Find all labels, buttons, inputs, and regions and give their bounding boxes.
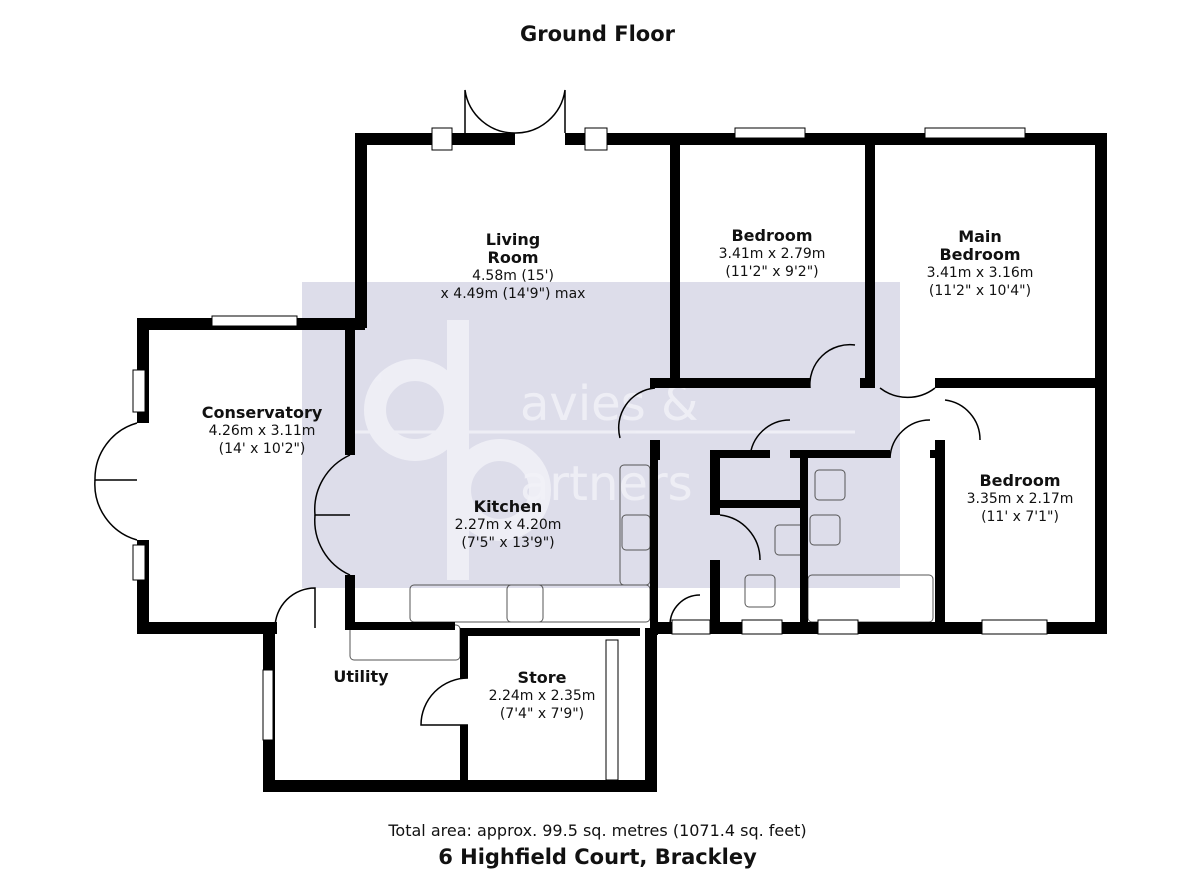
wall xyxy=(670,133,680,385)
window xyxy=(817,619,859,635)
door-swing-arc xyxy=(669,594,701,626)
room-dimensions: 4.26m x 3.11m xyxy=(208,423,316,439)
door-swing-arc xyxy=(809,343,856,389)
window xyxy=(262,669,274,741)
wall xyxy=(935,440,945,632)
room-dimensions: 4.58m (15') xyxy=(472,268,554,284)
window xyxy=(924,127,1026,139)
total-area: Total area: approx. 99.5 sq. metres (107… xyxy=(388,821,807,840)
wall xyxy=(790,450,890,458)
door-swing-arc xyxy=(514,89,566,134)
room-living: Living Room 4.58m (15') x 4.49m (14'9") … xyxy=(441,231,586,303)
door-swing-arc xyxy=(314,514,351,576)
room-utility: Utility xyxy=(333,668,388,686)
room-name: Utility xyxy=(333,667,389,686)
basin xyxy=(809,514,841,546)
window xyxy=(981,619,1048,635)
watermark-text-2: artners xyxy=(520,456,693,512)
wall xyxy=(800,450,808,625)
wall xyxy=(865,133,875,385)
room-name: Bedroom xyxy=(979,471,1061,490)
door-swing-arc xyxy=(464,89,516,134)
room-store: Store 2.24m x 2.35m (7'4" x 7'9") xyxy=(489,669,596,723)
room-main-bedroom: Main Bedroom 3.41m x 3.16m (11'2" x 10'4… xyxy=(927,228,1034,300)
room-name: Room xyxy=(487,248,539,267)
window xyxy=(741,619,783,635)
room-name: Kitchen xyxy=(473,497,543,516)
room-bedroom-1: Bedroom 3.41m x 2.79m (11'2" x 9'2") xyxy=(719,227,826,281)
wall xyxy=(460,628,468,678)
room-dimensions: (14' x 10'2") xyxy=(218,441,306,457)
room-name: Bedroom xyxy=(731,226,813,245)
wall xyxy=(645,628,657,792)
room-dimensions: 3.41m x 3.16m xyxy=(926,265,1034,281)
door-swing-arc xyxy=(314,454,351,516)
room-dimensions: 3.35m x 2.17m xyxy=(966,491,1074,507)
wall xyxy=(355,133,367,328)
room-dimensions: (7'4" x 7'9") xyxy=(499,706,585,722)
wall xyxy=(710,450,720,515)
room-dimensions: 2.24m x 2.35m xyxy=(488,688,596,704)
room-dimensions: (7'5" x 13'9") xyxy=(461,535,555,551)
door-swing-arc xyxy=(719,514,761,561)
room-dimensions: 3.41m x 2.79m xyxy=(718,246,826,262)
wall xyxy=(460,628,640,636)
room-dimensions: (11'2" x 10'4") xyxy=(928,283,1032,299)
wall xyxy=(710,560,720,630)
plan-title: Ground Floor xyxy=(519,22,676,46)
wall xyxy=(710,500,800,508)
property-address: 6 Highfield Court, Brackley xyxy=(438,845,757,869)
toilet xyxy=(744,574,776,608)
window xyxy=(431,127,453,151)
wall xyxy=(345,325,355,455)
wall xyxy=(650,450,658,635)
door-swing-arc xyxy=(94,479,138,541)
room-name: Living xyxy=(485,230,541,249)
door-swing-arc xyxy=(889,419,931,459)
door-swing-arc xyxy=(617,387,656,439)
window xyxy=(132,369,146,413)
wall xyxy=(930,450,945,458)
hob xyxy=(506,584,544,623)
room-name: Main xyxy=(958,227,1002,246)
room-bedroom-2: Bedroom 3.35m x 2.17m (11' x 7'1") xyxy=(967,472,1074,526)
wall xyxy=(137,622,277,634)
door-swing-arc xyxy=(944,399,981,441)
worktop xyxy=(349,624,461,661)
room-name: Conservatory xyxy=(201,403,323,422)
door-swing-arc xyxy=(420,677,469,726)
wall xyxy=(263,780,655,792)
door-swing-arc xyxy=(274,587,316,629)
window xyxy=(211,315,298,327)
window xyxy=(605,639,619,781)
wall xyxy=(650,440,660,460)
wall xyxy=(355,622,455,630)
toilet xyxy=(814,469,846,501)
room-conservatory: Conservatory 4.26m x 3.11m (14' x 10'2") xyxy=(202,404,323,458)
room-name: Bedroom xyxy=(939,245,1021,264)
room-dimensions: (11'2" x 9'2") xyxy=(725,264,819,280)
door-swing-arc xyxy=(879,387,936,399)
wall xyxy=(460,725,468,785)
kitchen-counter xyxy=(409,584,651,623)
wall xyxy=(710,450,770,458)
room-dimensions: (11' x 7'1") xyxy=(981,509,1059,525)
room-kitchen: Kitchen 2.27m x 4.20m (7'5" x 13'9") xyxy=(455,498,562,552)
watermark-logo xyxy=(345,320,855,580)
room-name: Store xyxy=(517,668,567,687)
door-swing-arc xyxy=(749,419,791,459)
window xyxy=(584,127,608,151)
wall xyxy=(650,378,810,388)
window xyxy=(132,544,146,581)
wall xyxy=(345,575,355,630)
window xyxy=(671,619,711,635)
door-swing-arc xyxy=(94,422,138,481)
window xyxy=(734,127,806,139)
room-dimensions: x 4.49m (14'9") max xyxy=(440,286,586,302)
wall xyxy=(935,378,1105,388)
room-dimensions: 2.27m x 4.20m xyxy=(454,517,562,533)
